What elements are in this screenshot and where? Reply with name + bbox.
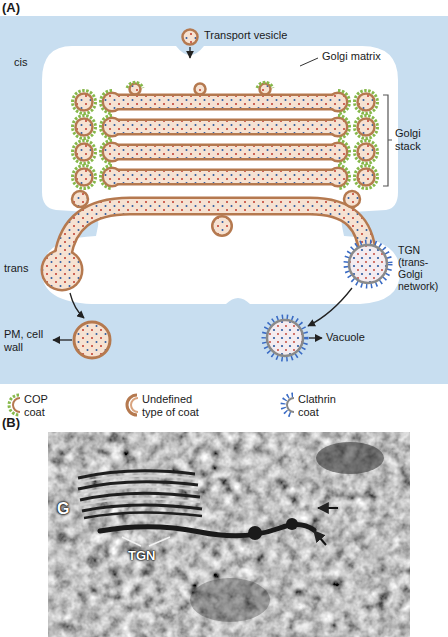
micrograph-label: G bbox=[57, 500, 69, 518]
cop-swatch bbox=[9, 395, 19, 415]
cisterna bbox=[101, 141, 350, 164]
cop-vesicle bbox=[355, 141, 378, 164]
cop-vesicle bbox=[73, 141, 96, 164]
cisterna bbox=[101, 116, 350, 139]
bud-lumen bbox=[214, 218, 231, 235]
vesicle bbox=[72, 191, 88, 207]
panel-letter: (B) bbox=[2, 416, 20, 431]
leader-line bbox=[300, 58, 318, 66]
arrow bbox=[314, 531, 326, 545]
legend-label: COP coat bbox=[24, 393, 68, 418]
clathrin-coat bbox=[264, 317, 306, 359]
arrow bbox=[70, 293, 84, 318]
clathrin-vesicle bbox=[267, 320, 303, 356]
leader-line bbox=[122, 537, 170, 546]
cop-vesicle bbox=[355, 116, 378, 139]
golgi-matrix bbox=[42, 46, 400, 304]
vesicle bbox=[248, 526, 262, 540]
cop-coat bbox=[127, 82, 143, 88]
part-label: Golgi stack bbox=[395, 127, 445, 152]
cop-vesicle bbox=[73, 116, 96, 139]
cop-vesicle bbox=[73, 166, 96, 189]
destination-label: PM, cell wall bbox=[4, 328, 50, 353]
bud bbox=[195, 84, 206, 95]
part-label: Transport vesicle bbox=[204, 29, 287, 42]
bud bbox=[130, 84, 141, 95]
cisterna bbox=[101, 166, 350, 189]
undefined-coat-swatch bbox=[131, 398, 138, 412]
micrograph-texture bbox=[48, 432, 410, 637]
vesicle bbox=[286, 518, 298, 530]
golgi-stack bbox=[73, 91, 378, 189]
organelle bbox=[190, 578, 270, 622]
legend-label: Clathrin coat bbox=[298, 393, 354, 418]
arrow bbox=[308, 288, 352, 326]
undefined-coat-swatch bbox=[127, 395, 137, 415]
tgn-vesicle bbox=[349, 245, 387, 283]
cop-vesicle bbox=[73, 91, 96, 114]
legend-label: Undefined type of coat bbox=[142, 393, 214, 418]
clathrin-swatch bbox=[287, 398, 294, 412]
clathrin-coat bbox=[346, 242, 390, 286]
cisterna-lumen bbox=[62, 206, 368, 262]
arrow bbox=[309, 337, 322, 338]
micrograph bbox=[48, 432, 410, 637]
cop-coat bbox=[257, 82, 273, 88]
cop-vesicle bbox=[355, 91, 378, 114]
cisterna bbox=[82, 505, 202, 511]
transport-vesicle bbox=[183, 30, 198, 45]
secretory-vesicle bbox=[74, 322, 110, 358]
vesicle-membrane bbox=[41, 249, 84, 292]
cisterna bbox=[101, 91, 350, 114]
cisterna-membrane bbox=[62, 206, 368, 262]
arrow bbox=[53, 339, 72, 340]
arrow bbox=[318, 507, 338, 509]
bracket bbox=[383, 95, 392, 186]
clathrin-swatch bbox=[283, 395, 293, 415]
vesicle bbox=[344, 191, 360, 207]
destination-label: Vacuole bbox=[326, 331, 365, 344]
part-label: TGN (trans-Golgi network) bbox=[398, 244, 446, 292]
cop-swatch bbox=[13, 398, 20, 412]
part-label: cis bbox=[14, 56, 27, 69]
micrograph-label: TGN bbox=[128, 549, 155, 564]
cop-vesicle bbox=[355, 166, 378, 189]
panel-background bbox=[0, 16, 448, 384]
trans-vesicle bbox=[43, 251, 81, 289]
tgn-tubule bbox=[100, 524, 314, 535]
cisterna bbox=[84, 512, 202, 518]
bud bbox=[260, 84, 271, 95]
trans-cisterna bbox=[41, 191, 391, 292]
organelle bbox=[316, 442, 384, 474]
panel-letter: (A) bbox=[2, 1, 20, 16]
budding-vesicles bbox=[127, 82, 273, 94]
part-label: trans bbox=[4, 262, 28, 275]
bud-membrane bbox=[211, 215, 233, 237]
part-label: Golgi matrix bbox=[322, 50, 381, 63]
arrow bbox=[189, 47, 190, 58]
